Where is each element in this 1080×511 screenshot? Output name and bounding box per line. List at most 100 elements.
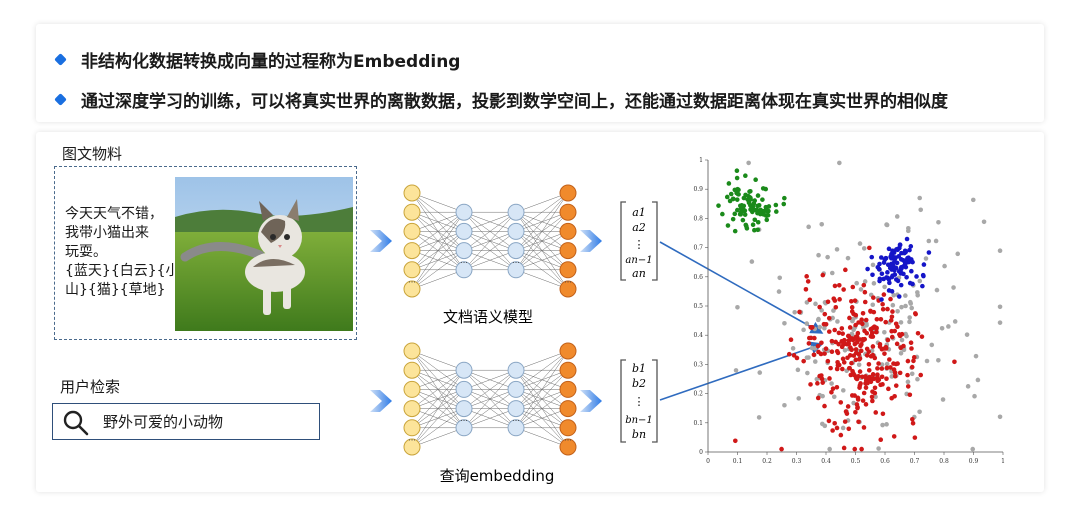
scatter-point	[855, 395, 861, 401]
search-query: 野外可爱的小动物	[103, 413, 224, 431]
scatter-point	[892, 272, 898, 277]
scatter-point	[907, 280, 913, 286]
scatter-point	[872, 390, 878, 396]
scatter-point	[897, 370, 903, 376]
network-node	[507, 361, 525, 379]
scatter-point	[847, 325, 853, 330]
scatter-point	[826, 418, 832, 424]
scatter-point	[904, 275, 909, 280]
scatter-point	[822, 403, 827, 409]
scatter-point	[827, 446, 832, 452]
scatter-point	[832, 420, 837, 426]
network-node	[559, 203, 577, 221]
scatter-point	[776, 289, 782, 294]
y-tick-label: 0.1	[693, 420, 703, 427]
scatter-point	[834, 425, 840, 431]
scatter-point	[853, 322, 858, 328]
scatter-point	[777, 275, 783, 281]
material-box: 今天天气不错， 我带小猫出来 玩耍。 {蓝天}{白云}{小 山}{猫}{草地}	[54, 166, 357, 340]
scatter-point	[740, 217, 746, 223]
network-edge	[515, 192, 569, 232]
scatter-point	[782, 402, 787, 408]
network-node	[403, 222, 421, 240]
scatter-point	[860, 311, 866, 316]
scatter-point	[884, 376, 889, 381]
scatter-point	[890, 302, 896, 308]
scatter-point	[906, 225, 911, 231]
scatter-point	[910, 416, 915, 422]
scatter-point	[788, 337, 794, 342]
network-edge	[463, 408, 517, 429]
network-edge	[463, 389, 517, 429]
network-edge	[411, 211, 465, 232]
network-node	[507, 222, 525, 240]
scatter-point	[743, 173, 748, 179]
query-embedding-model: ............	[403, 342, 577, 456]
scatter-point	[973, 353, 979, 359]
scatter-point	[748, 197, 753, 202]
network-edge	[411, 389, 465, 448]
network-node	[455, 261, 473, 279]
scatter-point	[861, 425, 867, 430]
network-node	[455, 222, 473, 240]
scatter-point	[891, 434, 897, 439]
scatter-point	[888, 365, 893, 370]
scatter-point	[885, 306, 890, 312]
scatter-point	[951, 285, 956, 290]
network-node	[403, 438, 421, 456]
vector-entry: a2	[632, 221, 646, 234]
scatter-point	[864, 353, 870, 358]
vector-entry: an−1	[625, 255, 652, 266]
scatter-point	[939, 325, 945, 331]
scatter-point	[894, 214, 900, 219]
network-edge	[515, 350, 569, 428]
ellipsis-mark: ...	[460, 414, 468, 423]
network-node	[507, 419, 525, 437]
scatter-point	[846, 365, 852, 371]
scatter-point	[829, 381, 834, 386]
material-text: 今天天气不错， 我带小猫出来 玩耍。 {蓝天}{白云}{小 山}{猫}{草地}	[65, 205, 180, 300]
scatter-point	[885, 337, 891, 343]
scatter-point	[864, 330, 870, 336]
scatter-point	[870, 376, 875, 382]
x-tick-label: 0.7	[910, 458, 920, 465]
scatter-point	[806, 355, 811, 360]
scatter-point	[826, 315, 832, 321]
scatter-point	[909, 305, 915, 311]
chevron-right-icon	[580, 390, 602, 412]
x-tick-label: 0.8	[939, 458, 949, 465]
scatter-point	[839, 326, 845, 331]
scatter-point	[917, 409, 922, 415]
scatter-point	[840, 425, 846, 431]
y-tick-label: 0.3	[693, 361, 703, 368]
search-input[interactable]: 野外可爱的小动物	[52, 403, 320, 440]
x-tick-label: 1	[1001, 458, 1005, 465]
scatter-point	[885, 270, 890, 275]
scatter-point	[858, 287, 864, 292]
scatter-point	[748, 188, 753, 194]
scatter-point	[750, 209, 755, 215]
ellipsis-mark: ...	[460, 256, 468, 265]
network-node	[455, 380, 473, 398]
network-node	[559, 400, 577, 418]
scatter-point	[997, 414, 1003, 420]
scatter-point	[872, 355, 878, 361]
y-tick-label: 0.6	[693, 274, 703, 281]
scatter-point	[915, 290, 920, 295]
scatter-point	[820, 380, 825, 385]
scatter-point	[751, 201, 757, 206]
scatter-point	[946, 324, 951, 329]
scatter-point	[856, 352, 862, 357]
scatter-point	[882, 257, 888, 263]
scatter-point	[735, 207, 740, 213]
scatter-point	[859, 446, 864, 452]
scatter-point	[726, 181, 732, 186]
scatter-point	[806, 335, 812, 341]
scatter-point	[842, 348, 848, 353]
scatter-point	[907, 315, 912, 320]
y-tick-label: 1	[699, 157, 703, 164]
scatter-point	[933, 238, 939, 244]
scatter-point	[807, 297, 813, 303]
scatter-point	[828, 365, 833, 371]
scatter-point	[791, 353, 797, 358]
